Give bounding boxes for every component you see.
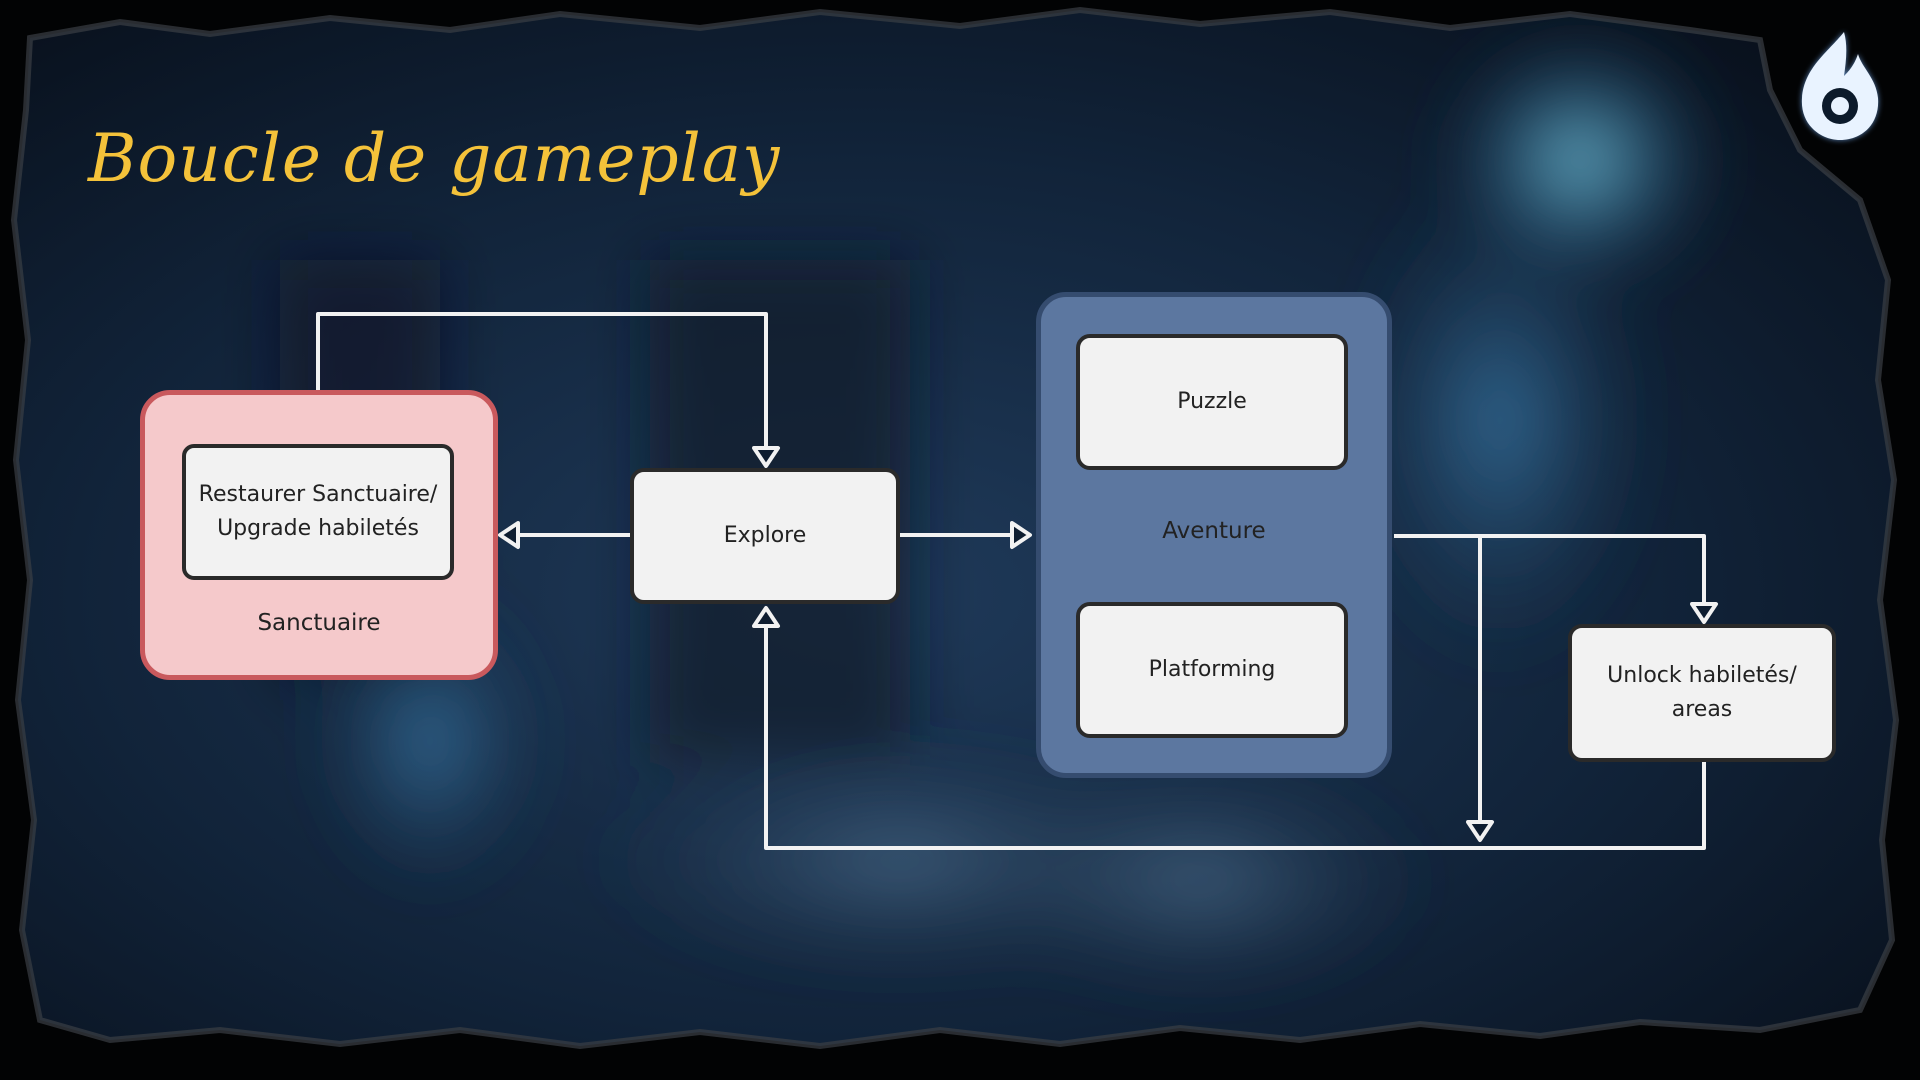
arrowhead-unlock xyxy=(1690,602,1718,624)
arrowhead-sanctuaire xyxy=(498,521,520,549)
flame-logo-icon xyxy=(1801,32,1879,140)
sanctuaire-label: Sanctuaire xyxy=(257,610,381,636)
unlock-box: Unlock habiletés/ areas xyxy=(1568,624,1836,762)
restaurer-sanctuaire-line1: Restaurer Sanctuaire/ xyxy=(198,482,438,507)
edge-aventure-to-unlock xyxy=(1394,534,1706,608)
edge-unlock-to-explore xyxy=(764,622,1706,850)
unlock-line2: areas xyxy=(1671,697,1733,722)
unlock-line1: Unlock habiletés/ xyxy=(1607,663,1797,688)
arrowhead-explore-top xyxy=(752,446,780,468)
arrowhead-bottom xyxy=(1466,820,1494,842)
edge-sanctuaire-to-explore xyxy=(316,312,768,452)
puzzle-box: Puzzle xyxy=(1076,334,1348,470)
explore-box: Explore xyxy=(630,468,900,604)
slide-title: Boucle de gameplay xyxy=(88,120,781,197)
arrowhead-explore-bottom xyxy=(752,606,780,628)
arrowhead-aventure xyxy=(1010,521,1032,549)
restaurer-sanctuaire-box: Restaurer Sanctuaire/ Upgrade habiletés xyxy=(182,444,454,580)
restaurer-sanctuaire-line2: Upgrade habiletés xyxy=(217,516,419,541)
platforming-box: Platforming xyxy=(1076,602,1348,738)
aventure-label: Aventure xyxy=(1162,518,1266,544)
